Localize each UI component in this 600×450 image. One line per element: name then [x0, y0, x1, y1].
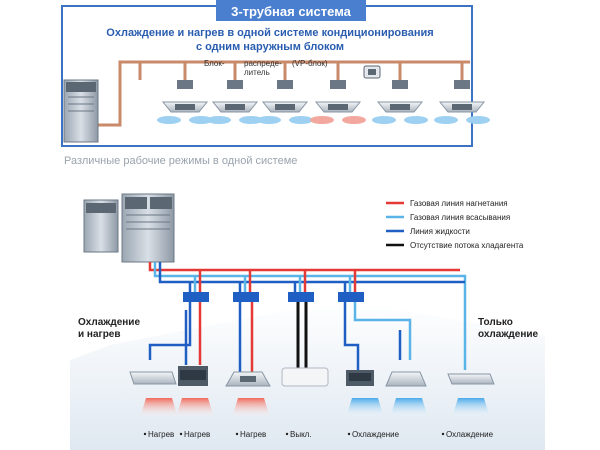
legend-label-noflow: Отсутствие потока хладагента [410, 241, 524, 250]
side-label-left-1: Охлаждение [78, 317, 140, 328]
indoor-units [129, 366, 495, 387]
legend-label-discharge: Газовая линия нагнетания [410, 199, 508, 208]
label-raspre: распреде- [244, 59, 282, 68]
heat-flow-3 [232, 398, 270, 418]
bottom-diagram: Нагрев Нагрев Нагрев Выкл. Охлаждение Ох… [70, 193, 545, 450]
heat-flow-2 [176, 398, 214, 418]
label-litel: литель [244, 68, 270, 77]
side-label-right-2: охлаждение [478, 329, 539, 340]
cool-flow-2 [390, 398, 428, 418]
indoor-unit-cassette [225, 371, 271, 387]
panel-subtitle-line1: Охлаждение и нагрев в одной системе конд… [106, 27, 433, 39]
outdoor-units [83, 193, 175, 263]
top-outdoor-unit [63, 79, 99, 143]
mode-label-5: Охлаждение [352, 430, 400, 439]
side-label-right-1: Только [478, 317, 513, 328]
panel-title: 3-трубная система [231, 4, 352, 19]
vp-unit-icon [363, 65, 381, 79]
mode-label-4: Выкл. [290, 430, 312, 439]
indoor-unit-duct-1 [178, 366, 208, 386]
air-flows [140, 398, 490, 418]
indoor-unit-slim [447, 373, 495, 385]
side-label-left-2: и нагрев [78, 329, 121, 340]
branch-boxes [183, 292, 364, 302]
indoor-unit-ceiling [129, 371, 177, 385]
indoor-unit-duct-2 [346, 370, 374, 386]
label-vp: (VP-блок) [292, 59, 328, 68]
mode-label-1: Нагрев [148, 430, 174, 439]
title-banner [216, 0, 366, 21]
indoor-unit-cassette-2 [385, 371, 427, 387]
section-caption: Различные рабочие режимы в одной системе [64, 155, 297, 167]
mode-label-6: Охлаждение [446, 430, 494, 439]
panel-subtitle-line2: с одним наружным блоком [196, 41, 344, 53]
cool-flow-3 [452, 398, 490, 418]
mode-label-3: Нагрев [240, 430, 266, 439]
mode-labels: Нагрев Нагрев Нагрев Выкл. Охлаждение Ох… [143, 430, 494, 439]
heat-flow-1 [140, 398, 178, 418]
main-pipes [148, 262, 467, 370]
top-indoor-units [157, 65, 490, 124]
legend: Газовая линия нагнетания Газовая линия в… [386, 199, 524, 250]
cool-flow-1 [346, 398, 384, 418]
mode-label-2: Нагрев [184, 430, 210, 439]
legend-label-liquid: Линия жидкости [410, 227, 470, 236]
legend-label-suction: Газовая линия всасывания [410, 213, 510, 222]
label-blok: Блок- [204, 59, 225, 68]
top-refrigerant-pipe [98, 60, 470, 127]
drop-pipes [148, 302, 412, 375]
top-panel: 3-трубная система Охлаждение и нагрев в … [61, 0, 490, 147]
indoor-unit-wall [281, 367, 329, 387]
